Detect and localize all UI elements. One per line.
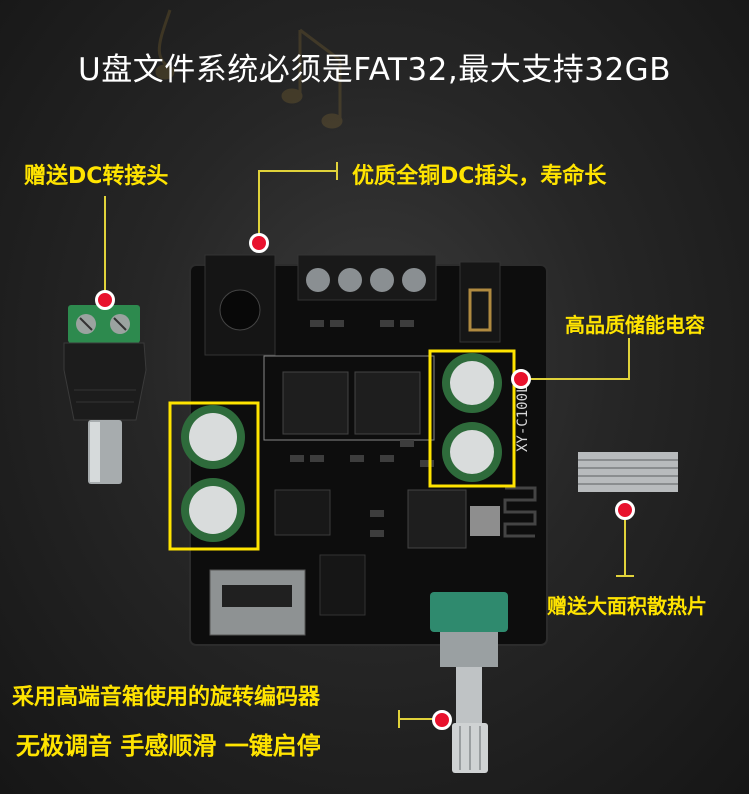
rotary-encoder-image	[430, 592, 508, 773]
capacitors-right	[428, 349, 516, 488]
label-capacitor: 高品质储能电容	[565, 313, 705, 337]
callout-line-dc-jack-v	[258, 170, 260, 236]
callout-line-dc-jack-h	[258, 170, 338, 172]
callout-line-heatsink-tick	[616, 575, 634, 577]
marker-dc-adapter	[95, 290, 115, 310]
heatsink-image	[578, 452, 678, 492]
callout-line-encoder-tick	[398, 710, 400, 728]
callout-line-encoder	[398, 718, 436, 720]
model-text: XY-C100L	[515, 385, 531, 452]
label-encoder-line1: 采用高端音箱使用的旋转编码器	[12, 685, 321, 710]
label-heatsink: 赠送大面积散热片	[547, 594, 707, 618]
callout-line-dc-jack-tick	[336, 162, 338, 180]
marker-capacitor	[511, 369, 531, 389]
dc-adapter-image	[63, 305, 147, 484]
label-dc-jack: 优质全铜DC插头，寿命长	[352, 164, 607, 189]
marker-encoder	[432, 710, 452, 730]
label-dc-adapter: 赠送DC转接头	[24, 164, 169, 189]
label-encoder-line2: 无极调音 手感顺滑 一键启停	[16, 732, 321, 760]
capacitors-left	[168, 401, 260, 551]
page-title: U盘文件系统必须是FAT32,最大支持32GB	[78, 52, 671, 88]
marker-heatsink	[615, 500, 635, 520]
callout-line-heatsink	[624, 520, 626, 576]
callout-line-dc-adapter	[104, 196, 106, 296]
marker-dc-jack	[249, 233, 269, 253]
callout-line-capacitor-v	[628, 338, 630, 380]
callout-line-capacitor-h	[528, 378, 630, 380]
music-note-watermark	[155, 9, 343, 129]
